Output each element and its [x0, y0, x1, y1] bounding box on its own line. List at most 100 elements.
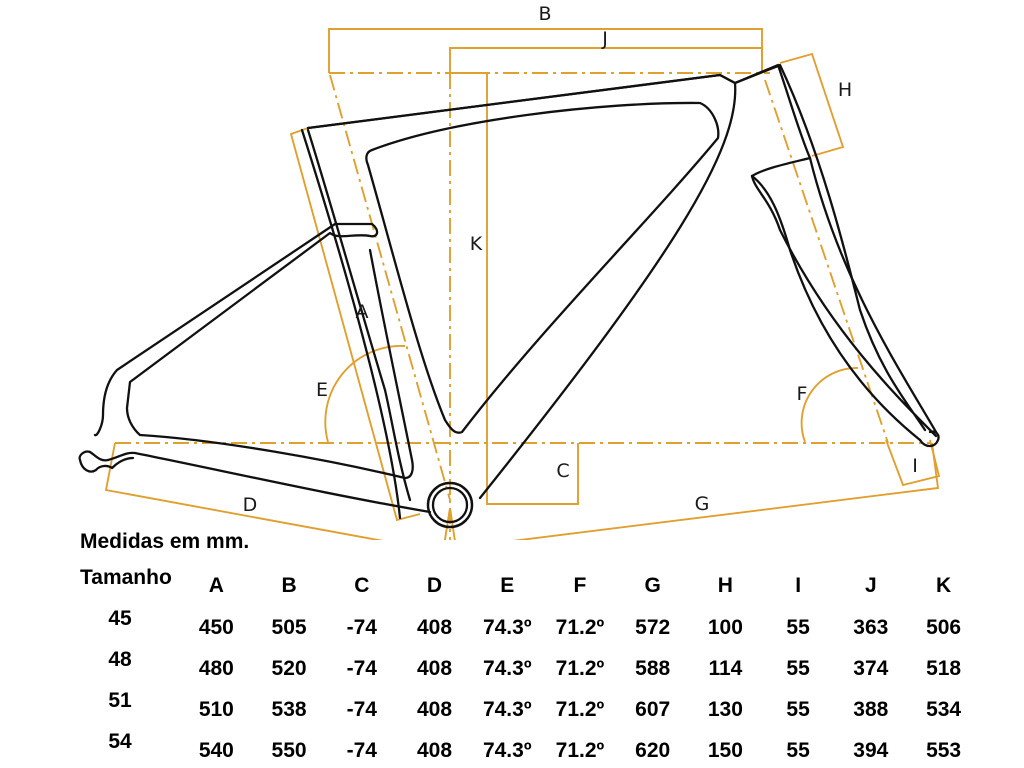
measurement-cell: 588	[635, 656, 671, 680]
measurement-cell: 55	[786, 697, 810, 721]
chain-stay	[78, 450, 432, 514]
angle-f-arc	[800, 367, 859, 443]
seat-tube-axis	[329, 74, 451, 501]
measurement-cell: 394	[853, 738, 889, 762]
measurement-cell: 71.2º	[555, 656, 605, 680]
dimension-b-line	[328, 28, 763, 73]
label-d: D	[243, 494, 258, 516]
label-a: A	[356, 301, 369, 323]
fork-dropout	[918, 430, 940, 448]
column-header: E	[500, 573, 515, 597]
top-tube	[306, 64, 780, 130]
measurement-cell: 150	[707, 738, 743, 762]
measurement-cell: 607	[635, 697, 671, 721]
fork-front-edge	[808, 156, 938, 434]
dimension-a-line	[289, 127, 421, 522]
label-b: B	[538, 3, 551, 25]
dimension-j-line	[449, 47, 763, 73]
measurement-cell: 480	[198, 656, 234, 680]
dimension-k-line	[450, 72, 579, 505]
measurement-cell: -74	[346, 697, 377, 721]
measurement-cell: 538	[271, 697, 307, 721]
measurement-cell: 374	[853, 656, 889, 680]
down-tube	[478, 81, 737, 500]
measurement-cell: 505	[271, 615, 307, 639]
measurement-cell: 518	[926, 656, 962, 680]
column-header: F	[573, 573, 587, 597]
seat-tube	[306, 128, 412, 502]
geometry-table: Tamanho A B C D E F G H I J K 45 450 505 -7…	[60, 564, 980, 768]
measurement-cell: 55	[786, 656, 810, 680]
column-header: G	[644, 573, 661, 597]
front-triangle-inner	[365, 101, 720, 434]
column-header: C	[354, 573, 370, 597]
label-i: I	[912, 455, 918, 477]
frame-geometry-diagram: B J H K A E F C I D G	[78, 3, 941, 540]
size-cell: 54	[108, 730, 132, 753]
measurement-cell: 408	[416, 615, 453, 639]
label-c: C	[556, 460, 569, 482]
fork-rear-edge	[750, 174, 922, 442]
label-g: G	[695, 493, 710, 515]
table-body: 45 450 505 -74 408 74.3º 71.2º 572 100 55 363 506 48…	[60, 607, 980, 768]
label-e: E	[316, 379, 328, 401]
measurement-cell: -74	[346, 656, 377, 680]
label-h: H	[838, 79, 852, 101]
measurement-cell: 363	[853, 615, 889, 639]
measurement-cell: 388	[853, 697, 889, 721]
label-f: F	[797, 383, 808, 405]
table-row: 45 450 505 -74 408 74.3º 71.2º 572 100 55 363 506	[60, 607, 980, 648]
size-cell: 48	[108, 648, 132, 671]
table-header-row: Tamanho A B C D E F G H I J K	[60, 564, 980, 607]
measurement-cell: 74.3º	[482, 615, 532, 639]
measurement-cell: 71.2º	[555, 738, 605, 762]
label-k: K	[470, 233, 483, 255]
column-header: D	[426, 573, 443, 597]
bottom-bracket-outer	[426, 481, 474, 529]
dimension-labels: B J H K A E F C I D G	[243, 3, 918, 516]
measurement-cell: 71.2º	[555, 697, 605, 721]
measurement-cell: 55	[786, 615, 810, 639]
measurement-cell: 55	[786, 738, 810, 762]
measurement-cell: 408	[416, 697, 453, 721]
measurement-cell: 540	[198, 738, 234, 762]
measurement-cell: 450	[198, 615, 234, 639]
measurement-cell: 506	[926, 615, 962, 639]
table-row: 51 510 538 -74 408 74.3º 71.2º 607 130 55 388 534	[60, 689, 980, 730]
units-caption: Medidas em mm.	[80, 530, 250, 553]
label-j: J	[601, 28, 608, 50]
measurement-cell: 620	[635, 738, 671, 762]
dimension-lines	[104, 28, 941, 540]
measurement-cell: 408	[416, 738, 453, 762]
bottom-bracket-inner	[431, 486, 469, 524]
size-cell: 45	[108, 607, 132, 630]
column-header: K	[936, 573, 952, 597]
measurement-cell: 553	[926, 738, 962, 762]
column-header: J	[864, 573, 877, 597]
seat-stay	[93, 222, 414, 480]
measurement-cell: 74.3º	[482, 656, 532, 680]
dimension-h-line	[779, 52, 845, 157]
measurement-cell: -74	[346, 738, 377, 762]
size-cell: 51	[108, 689, 132, 712]
column-header: H	[717, 573, 733, 597]
measurement-cell: -74	[346, 615, 377, 639]
head-tube-axis	[764, 79, 889, 444]
column-header: I	[795, 573, 802, 597]
measurement-cell: 74.3º	[482, 697, 532, 721]
size-column-header: Tamanho	[80, 566, 172, 589]
column-header: A	[208, 573, 224, 597]
column-header: B	[281, 573, 297, 597]
angle-e-arc	[324, 345, 406, 443]
measurement-cell: 572	[635, 615, 671, 639]
bike-frame-outline	[78, 63, 940, 529]
measurement-cell: 550	[271, 738, 307, 762]
measurement-cell: 100	[707, 615, 743, 639]
measurement-cell: 71.2º	[555, 615, 605, 639]
measurement-cell: 130	[707, 697, 743, 721]
measurement-cell: 534	[926, 697, 962, 721]
measurement-cell: 510	[198, 697, 234, 721]
measurement-cell: 408	[416, 656, 453, 680]
